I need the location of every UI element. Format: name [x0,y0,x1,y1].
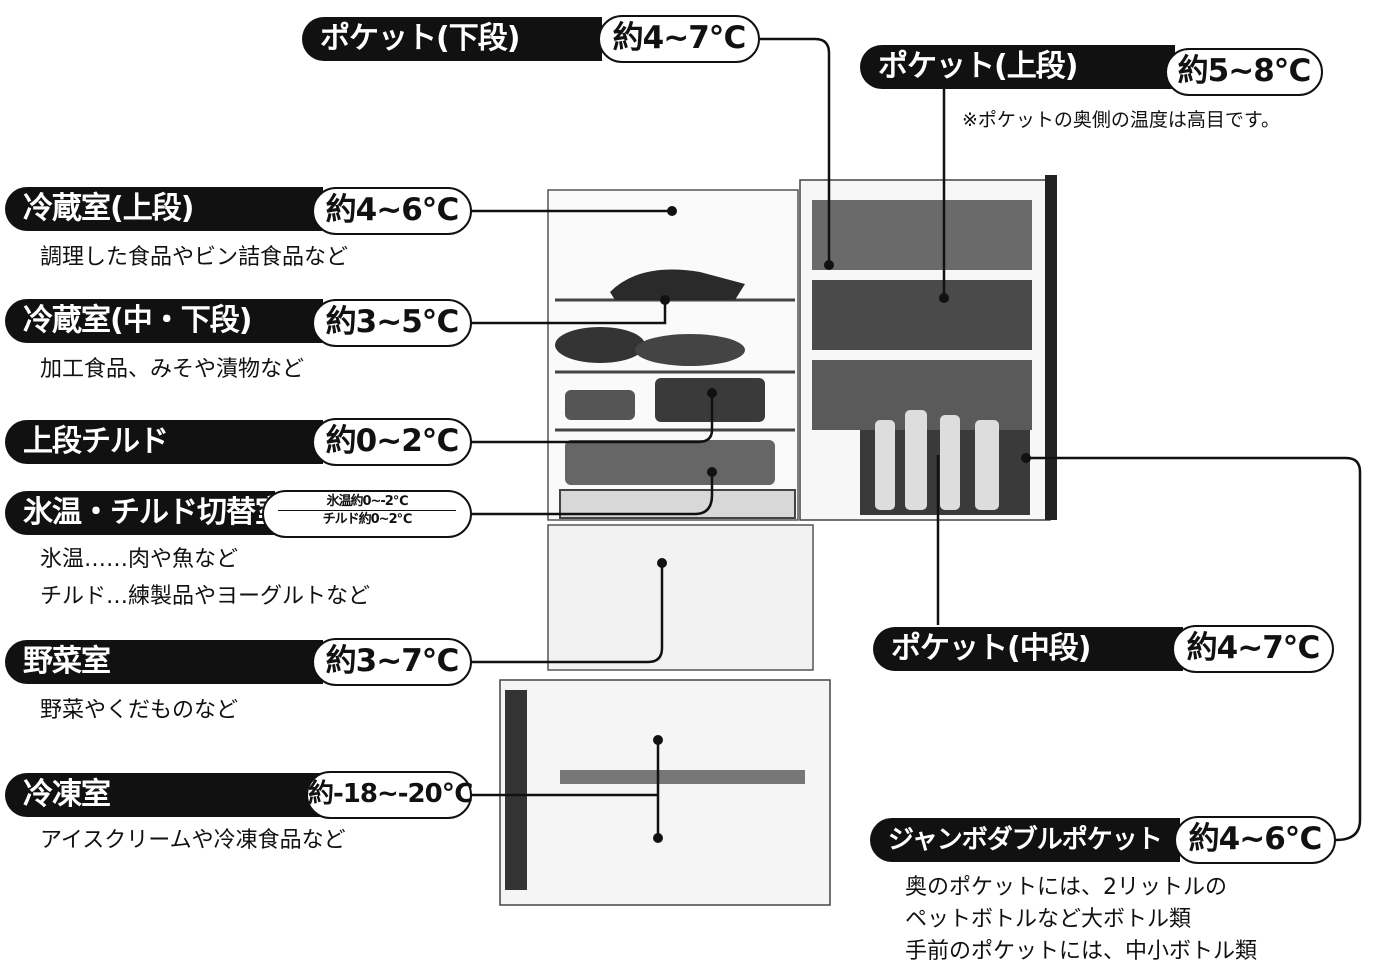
vegetable-temp: 約3~7℃ [312,638,472,686]
pocket-upper-label: ポケット(上段) [860,45,1175,89]
switch-room-temp-ice: 氷温約0~-2℃ [278,495,456,511]
pocket-upper-temp: 約5~8℃ [1165,48,1323,96]
switch-room-temp-chilled: チルド約0~2℃ [322,512,413,527]
food-item [655,378,765,422]
upper-chilled-temp: 約0~2℃ [312,418,472,466]
food-item [635,334,745,366]
pocket-lower-label: ポケット(下段) [302,17,602,61]
jumbo-pocket-label: ジャンボダブルポケット [870,818,1180,862]
vegetable-label: 野菜室 [5,640,323,684]
vegetable-drawer [547,524,814,671]
fridge-mid-lower-desc: 加工食品、みそや漬物など [40,357,305,382]
leader-line-freezer [470,740,660,838]
pocket-middle-label: ポケット(中段) [873,627,1183,671]
leader-line-fridge-mid-lower [470,300,667,325]
switch-room-label: 氷温・チルド切替室 [5,491,285,535]
freezer-handle [560,770,805,784]
leader-lines [470,37,1362,842]
leader-line-jumbo-pocket [1026,456,1362,842]
leader-line-pocket-lower [760,37,831,265]
refrigerator-illustration [499,175,1057,906]
pocket-lower-temp: 約4~7℃ [598,15,760,63]
switch-room-temp: 氷温約0~-2℃ チルド約0~2℃ [262,490,472,538]
door-pocket-lower [812,280,1032,350]
fridge-mid-lower-label: 冷蔵室(中・下段) [5,299,323,343]
leader-dots [653,206,1031,843]
leader-line-upper-chilled [470,393,714,444]
upper-chilled-label: 上段チルド [5,420,323,464]
chilled-tray [565,440,775,485]
freezer-label: 冷凍室 [5,773,323,817]
fridge-mid-lower-temp: 約3~5℃ [312,299,472,347]
vegetable-desc: 野菜やくだものなど [40,698,239,723]
switch-room-desc-ice: 氷温……肉や魚など [40,547,239,572]
door-pocket-upper [812,200,1032,270]
food-item [610,269,745,300]
jumbo-pocket-desc-2: ペットボトルなど大ボトル類 [905,907,1192,932]
switch-room-desc-chilled: チルド…練製品やヨーグルトなど [40,584,371,609]
fridge-upper-label: 冷蔵室(上段) [5,187,323,231]
door-edge [1045,175,1057,520]
pocket-middle-temp: 約4~7℃ [1172,625,1334,673]
pocket-upper-note: ※ポケットの奥側の温度は高目です。 [962,109,1281,131]
food-item [555,327,645,363]
freezer-drawer [499,679,831,906]
jumbo-pocket-desc-1: 奥のポケットには、2リットルの [905,875,1227,900]
leader-line-switch-room [470,472,714,516]
freezer-desc: アイスクリームや冷凍食品など [40,828,346,853]
jumbo-pocket-temp: 約4~6℃ [1174,816,1336,864]
freezer-temp: 約-18~-20℃ [306,771,473,819]
freezer-shadow [505,690,527,890]
food-item [565,390,635,420]
fridge-upper-temp: 約4~6℃ [312,187,472,235]
jumbo-pocket-desc-3: 手前のポケットには、中小ボトル類 [905,939,1258,964]
fridge-upper-desc: 調理した食品やビン詰食品など [40,245,349,270]
bottles [875,410,999,510]
leader-line-vegetable [470,563,664,664]
